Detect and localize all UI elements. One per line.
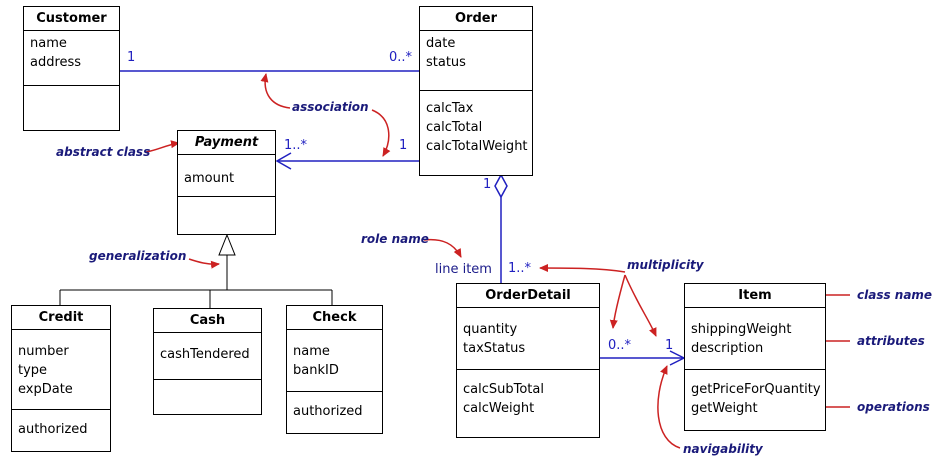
attribute: number — [18, 344, 69, 359]
annotation-arrow-association-left — [260, 73, 291, 109]
attribute: date — [426, 36, 456, 51]
annotation-role-name: role name — [361, 232, 429, 246]
class-name: Cash — [154, 309, 261, 333]
operations-compartment: calcSubTotal calcWeight — [457, 370, 599, 418]
attributes-compartment: number type expDate — [12, 330, 110, 410]
attribute: amount — [184, 171, 235, 186]
attribute: quantity — [463, 322, 518, 337]
operation: getWeight — [691, 401, 758, 416]
multiplicity-detail-item-many: 0..* — [608, 338, 632, 353]
operations-compartment — [154, 380, 261, 383]
annotation-arrow-multiplicity-2 — [609, 274, 626, 329]
class-name: Customer — [24, 7, 119, 31]
class-name: Credit — [12, 306, 110, 330]
attribute: bankID — [293, 363, 339, 378]
class-cash: Cash cashTendered — [153, 308, 262, 415]
operations-compartment: calcTax calcTotal calcTotalWeight — [420, 91, 532, 156]
operation: calcWeight — [463, 401, 535, 416]
annotation-arrow-role-name — [423, 238, 462, 258]
operation: getPriceForQuantity — [691, 382, 821, 397]
attribute: name — [293, 344, 330, 359]
attributes-compartment: cashTendered — [154, 333, 261, 380]
role-name-label: line item — [435, 262, 492, 277]
attribute: address — [30, 55, 82, 70]
class-orderdetail: OrderDetail quantity taxStatus calcSubTo… — [456, 283, 600, 438]
multiplicity-customer-order-many: 0..* — [389, 50, 413, 65]
attribute: status — [426, 55, 466, 70]
attributes-compartment: amount — [178, 155, 275, 197]
class-name: Order — [420, 7, 532, 31]
annotation-arrow-abstract-class — [145, 140, 180, 153]
annotation-navigability: navigability — [683, 442, 763, 456]
attributes-compartment: name address — [24, 31, 119, 86]
class-order: Order date status calcTax calcTotal calc… — [419, 6, 533, 176]
class-check: Check name bankID authorized — [286, 305, 383, 434]
operation: authorized — [293, 404, 363, 419]
attribute: shippingWeight — [691, 322, 792, 337]
operations-compartment: authorized — [12, 410, 110, 439]
attribute: description — [691, 341, 764, 356]
attributes-compartment: shippingWeight description — [685, 308, 825, 370]
attributes-compartment: date status — [420, 31, 532, 91]
operations-compartment: authorized — [287, 392, 382, 421]
multiplicity-detail-many: 1..* — [508, 261, 532, 276]
annotation-arrow-multiplicity-3 — [624, 274, 657, 337]
annotation-arrow-navigability — [657, 365, 681, 449]
class-credit: Credit number type expDate authorized — [11, 305, 111, 452]
attributes-compartment: quantity taxStatus — [457, 308, 599, 370]
multiplicity-payment-many: 1..* — [284, 138, 308, 153]
attribute: type — [18, 363, 48, 378]
operation: calcTotal — [426, 120, 483, 135]
class-payment: Payment amount — [177, 130, 276, 235]
attribute: name — [30, 36, 67, 51]
annotation-class-name: class name — [857, 288, 933, 302]
annotation-attributes: attributes — [857, 334, 925, 348]
annotation-arrow-multiplicity-1 — [539, 264, 626, 273]
navigability-arrowhead-payment — [275, 152, 292, 170]
annotation-arrow-generalization — [188, 258, 220, 269]
operations-compartment: getPriceForQuantity getWeight — [685, 370, 825, 418]
multiplicity-customer-order-1: 1 — [127, 50, 136, 65]
operation: authorized — [18, 422, 88, 437]
class-name: OrderDetail — [457, 284, 599, 308]
attribute: cashTendered — [160, 347, 250, 362]
class-customer: Customer name address — [23, 6, 120, 131]
generalization-triangle — [218, 233, 236, 256]
class-name: Check — [287, 306, 382, 330]
multiplicity-order-payment-1: 1 — [399, 138, 408, 153]
annotation-operations: operations — [857, 400, 930, 414]
operations-compartment — [178, 197, 275, 200]
annotation-arrow-association-right — [371, 109, 391, 157]
annotation-generalization: generalization — [89, 249, 187, 263]
operation: calcSubTotal — [463, 382, 544, 397]
class-name: Item — [685, 284, 825, 308]
annotation-abstract-class: abstract class — [56, 145, 151, 159]
attribute: expDate — [18, 382, 73, 397]
operation: calcTax — [426, 101, 474, 116]
annotation-multiplicity: multiplicity — [627, 258, 704, 272]
operation: calcTotalWeight — [426, 139, 528, 154]
aggregation-diamond — [494, 173, 508, 199]
class-item: Item shippingWeight description getPrice… — [684, 283, 826, 431]
attributes-compartment: name bankID — [287, 330, 382, 392]
multiplicity-order-detail-1: 1 — [483, 177, 492, 192]
attribute: taxStatus — [463, 341, 526, 356]
annotation-association: association — [292, 100, 369, 114]
multiplicity-item-1: 1 — [665, 338, 674, 353]
class-name: Payment — [178, 131, 275, 155]
operations-compartment — [24, 86, 119, 89]
